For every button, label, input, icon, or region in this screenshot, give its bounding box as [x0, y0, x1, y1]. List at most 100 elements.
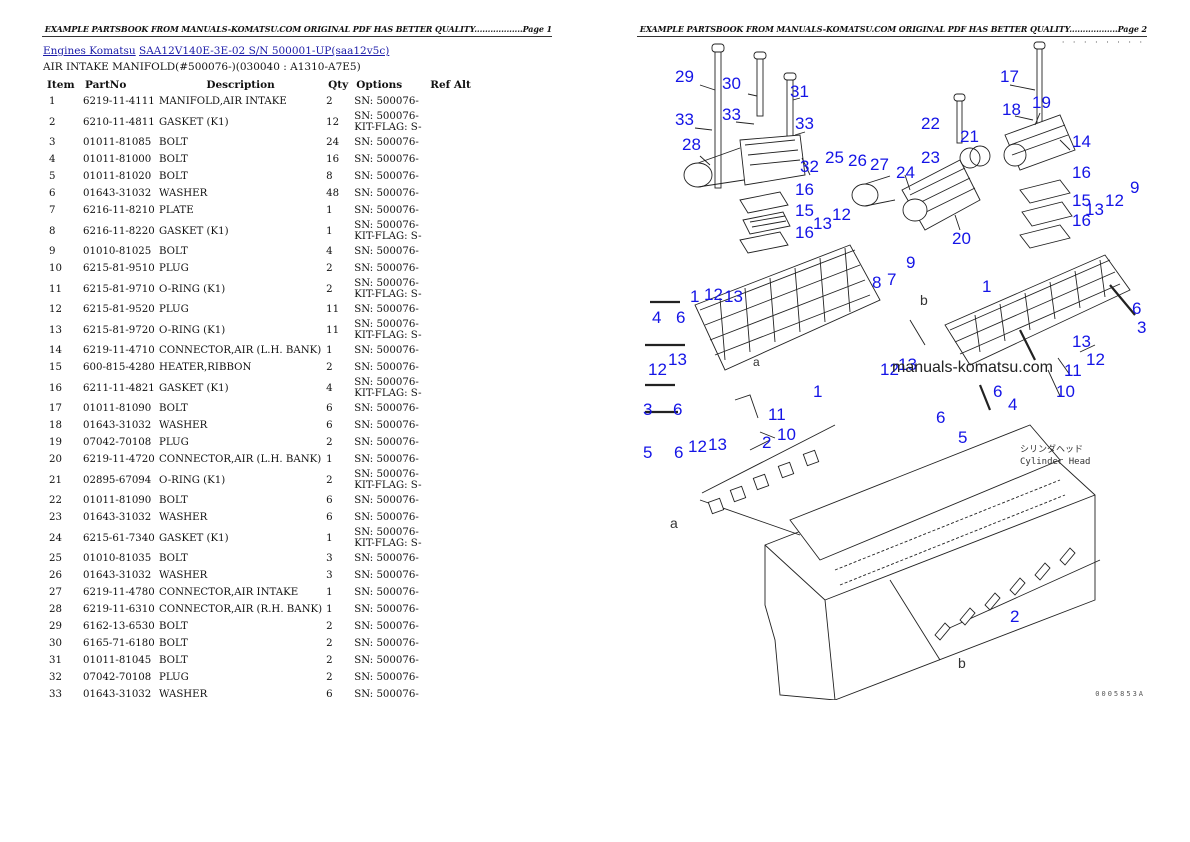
item-number: 12 [49, 304, 62, 315]
ref-alt [426, 550, 475, 567]
ref-alt [426, 686, 475, 703]
callout-number: 16 [795, 180, 814, 199]
part-number: 01011-81045 [83, 655, 152, 666]
options: SN: 500076- [352, 567, 426, 584]
option-kit-flag: KIT-FLAG: S- [354, 388, 422, 399]
quantity: 2 [326, 638, 333, 649]
options: SN: 500076- [352, 260, 426, 277]
ref-alt [426, 417, 475, 434]
ref-alt [426, 509, 475, 526]
option-serial: SN: 500076- [354, 154, 419, 165]
breadcrumb-link-engines[interactable]: Engines Komatsu [43, 45, 136, 57]
ref-alt [426, 584, 475, 601]
callout-number: 30 [722, 74, 741, 93]
ref-alt [426, 168, 475, 185]
breadcrumb-link-model[interactable]: SAA12V140E-3E-02 S/N 500001-UP(saa12v5c) [139, 45, 390, 57]
option-kit-flag: KIT-FLAG: S- [354, 231, 422, 242]
option-serial: SN: 500076- [354, 188, 419, 199]
options: SN: 500076- [352, 243, 426, 260]
part-number: 01643-31032 [83, 188, 152, 199]
item-number: 15 [49, 362, 62, 373]
part-number: 6219-11-4710 [83, 345, 155, 356]
part-description: PLUG [159, 263, 189, 274]
part-number: 6215-61-7340 [83, 532, 155, 544]
item-number: 33 [49, 689, 62, 700]
options: SN: 500076- [352, 550, 426, 567]
ref-alt [426, 601, 475, 618]
item-number: 19 [49, 437, 62, 448]
callout-number: 3 [1137, 318, 1146, 337]
col-description: Description [206, 79, 275, 91]
option-serial: SN: 500076- [354, 672, 419, 683]
options: SN: 500076- [352, 151, 426, 168]
callout-number: 20 [952, 229, 971, 248]
part-number: 01643-31032 [83, 420, 152, 431]
callout-number: 1 [690, 287, 699, 306]
option-kit-flag: KIT-FLAG: S- [354, 538, 422, 549]
item-number: 9 [49, 246, 56, 257]
part-number: 6215-81-9720 [83, 324, 155, 336]
quantity: 12 [326, 116, 340, 128]
ref-alt [426, 202, 475, 219]
options: SN: 500076- [352, 451, 426, 468]
options: SN: 500076-KIT-FLAG: S- [352, 468, 426, 492]
callout-number: 31 [790, 82, 809, 101]
callout-number: 13 [1072, 332, 1091, 351]
quantity: 6 [326, 512, 333, 523]
reference-b-lower: b [958, 655, 966, 671]
option-serial: SN: 500076- [354, 278, 419, 289]
option-serial: SN: 500076- [354, 469, 419, 480]
options: SN: 500076-KIT-FLAG: S- [352, 376, 426, 400]
item-number: 26 [49, 570, 62, 581]
callout-number: 2 [1010, 607, 1019, 626]
option-kit-flag: KIT-FLAG: S- [354, 122, 422, 133]
item-number: 29 [49, 621, 62, 632]
callout-number: 1 [813, 382, 822, 401]
item-number: 5 [49, 171, 56, 182]
col-item: Item [47, 79, 75, 91]
callout-number: 4 [652, 308, 661, 327]
callout-number: 7 [887, 270, 896, 289]
callout-number: 6 [676, 308, 685, 327]
part-number: 6219-11-4780 [83, 587, 155, 598]
part-description: CONNECTOR,AIR (L.H. BANK) [159, 345, 322, 356]
item-number: 14 [49, 345, 62, 356]
callout-number: 12 [1086, 350, 1105, 369]
parts-table: Item PartNo Description Qty Options Ref … [43, 77, 475, 703]
callout-number: 22 [921, 114, 940, 133]
callout-number: 6 [993, 382, 1002, 401]
part-number: 01011-81085 [83, 137, 152, 148]
option-serial: SN: 500076- [354, 319, 419, 330]
quantity: 2 [326, 474, 333, 486]
callout-number: 11 [1064, 361, 1082, 380]
quantity: 4 [326, 246, 333, 257]
part-description: WASHER [159, 420, 208, 431]
part-number: 6219-11-4720 [83, 454, 155, 465]
option-serial: SN: 500076- [354, 377, 419, 388]
quantity: 6 [326, 420, 333, 431]
callout-number: 5 [643, 443, 652, 462]
callout-number: 16 [795, 223, 814, 242]
callout-number: 13 [898, 355, 917, 374]
part-number: 6162-13-6530 [83, 621, 155, 632]
part-number: 6215-81-9520 [83, 304, 155, 315]
options: SN: 500076- [352, 618, 426, 635]
quantity: 6 [326, 689, 333, 700]
item-number: 7 [49, 205, 56, 216]
option-serial: SN: 500076- [354, 437, 419, 448]
option-serial: SN: 500076- [354, 362, 419, 373]
part-number: 07042-70108 [83, 672, 152, 683]
option-serial: SN: 500076- [354, 512, 419, 523]
option-serial: SN: 500076- [354, 570, 419, 581]
part-number: 01011-81000 [83, 154, 152, 165]
ref-alt [426, 618, 475, 635]
col-partno: PartNo [85, 79, 127, 91]
part-number: 01011-81090 [83, 495, 152, 506]
item-number: 21 [49, 474, 62, 486]
